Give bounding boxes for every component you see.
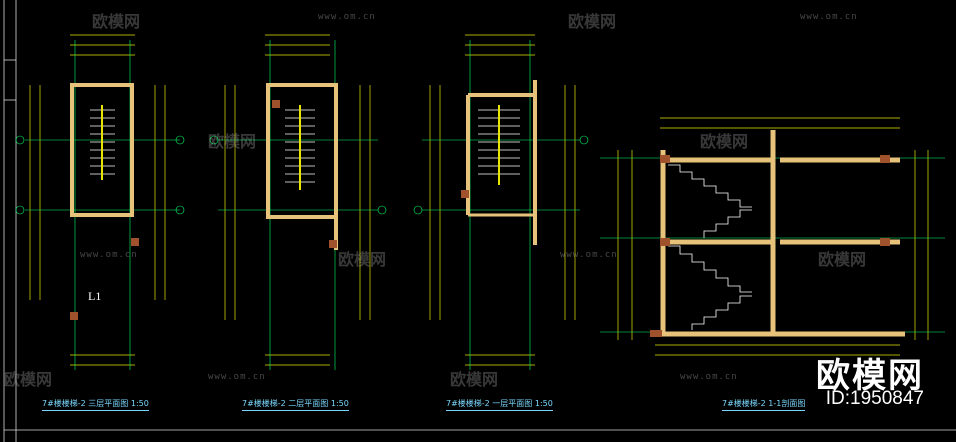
- watermark-name: 欧模网: [208, 132, 257, 151]
- watermark-name: 欧模网: [338, 250, 387, 269]
- plan2-title: 7#楼楼梯-2 二层平面图 1:50: [242, 398, 349, 411]
- plan1-title: 7#楼楼梯-2 一层平面图 1:50: [446, 398, 553, 411]
- plan-floor-1: [413, 34, 589, 370]
- brand-logo-text: 欧模网: [816, 356, 924, 396]
- watermark-url: www.om.cn: [680, 372, 738, 382]
- watermark-name: 欧模网: [450, 370, 499, 389]
- plan-floor-3: L1: [15, 34, 185, 370]
- sheet-frame: [3, 0, 956, 442]
- watermark-url: www.om.cn: [800, 12, 858, 22]
- watermark-name: 欧模网: [818, 250, 867, 269]
- watermark-name: 欧模网: [568, 12, 617, 31]
- section-title: 7#楼楼梯-2 1-1剖面图: [722, 398, 806, 411]
- watermark-name: 欧模网: [92, 12, 141, 31]
- section-1-1: [600, 117, 945, 356]
- brand-id: ID:1950847: [825, 388, 924, 409]
- watermark-url: www.om.cn: [318, 12, 376, 22]
- watermark-url: www.om.cn: [80, 250, 138, 260]
- watermark-name: 欧模网: [700, 132, 749, 151]
- plan3-title: 7#楼楼梯-2 三层平面图 1:50: [42, 398, 149, 411]
- plan-floor-2: [209, 34, 387, 370]
- watermark-name: 欧模网: [4, 370, 53, 389]
- watermark-url: www.om.cn: [208, 372, 266, 382]
- svg-text:L1: L1: [88, 289, 101, 303]
- watermark-url: www.om.cn: [560, 250, 618, 260]
